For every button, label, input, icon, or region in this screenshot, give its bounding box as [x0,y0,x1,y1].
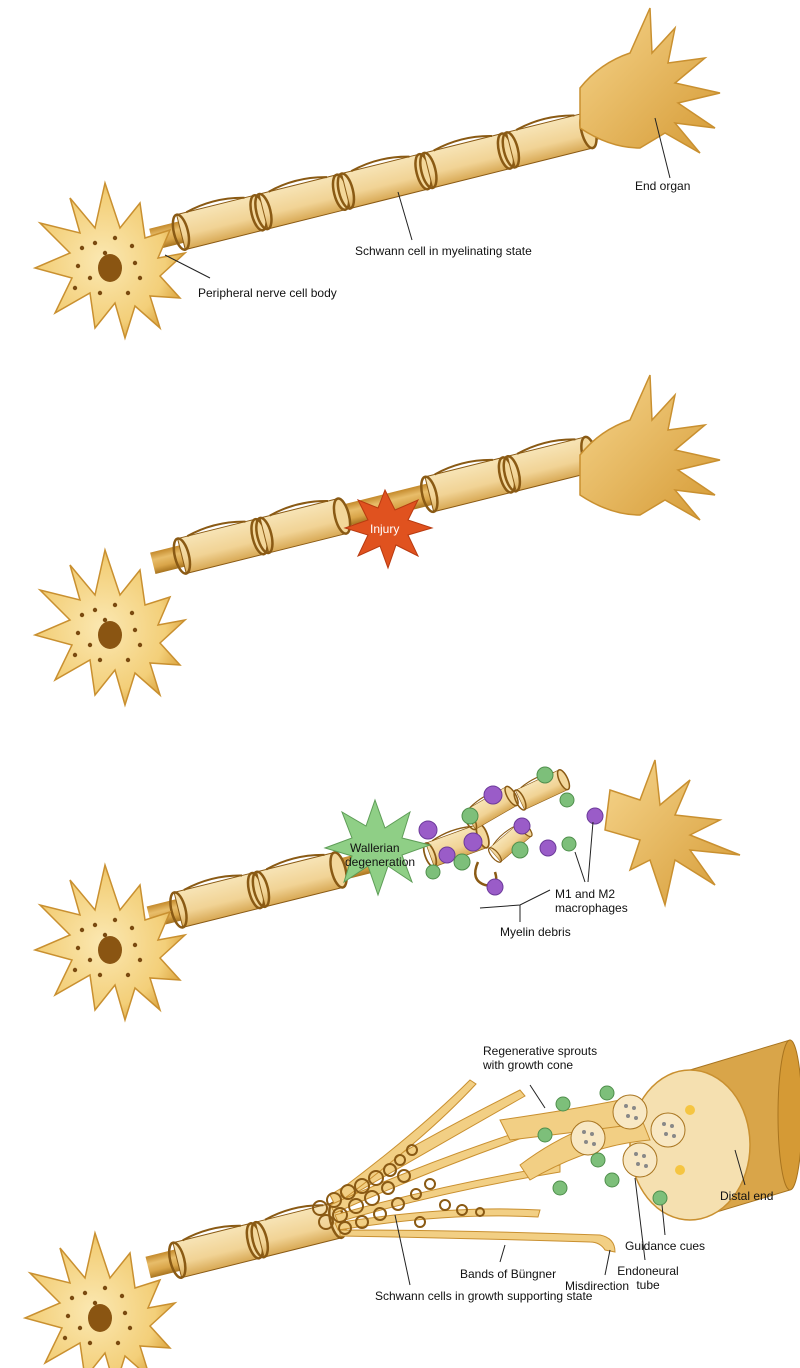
panel-regeneration: Regenerative sprouts with growth cone Di… [25,1040,800,1368]
label-myelin-debris: Myelin debris [500,925,571,939]
label-end-organ: End organ [635,179,690,193]
label-cell-body: Peripheral nerve cell body [198,286,337,300]
label-injury: Injury [370,522,399,536]
label-macrophages-2: macrophages [555,901,628,915]
nerve-cell-body [35,865,185,1020]
label-wallerian-2: degeneration [345,855,415,869]
nerve-cell-body [35,550,185,705]
bands-of-bungner [330,1080,615,1252]
end-organ [580,8,720,153]
end-organ [580,375,720,520]
label-macrophages-1: M1 and M2 [555,887,615,901]
label-sprouts-2: with growth cone [482,1058,573,1072]
myelin-sheath [169,107,600,251]
panel-injury: Injury [35,375,720,705]
myelin-fragments [420,766,572,885]
label-endoneural-2: tube [636,1278,660,1292]
panel-wallerian-degeneration: Wallerian degeneration [35,760,740,1020]
label-schwann-myelinating: Schwann cell in myelinating state [355,244,532,258]
label-wallerian-1: Wallerian [350,841,400,855]
nerve-cell-body [35,183,185,338]
label-schwann-growth: Schwann cells in growth supporting state [375,1289,593,1303]
label-guidance-cues: Guidance cues [625,1239,705,1253]
label-sprouts-1: Regenerative sprouts [483,1044,597,1058]
label-bands-bungner: Bands of Büngner [460,1267,556,1281]
label-distal-end: Distal end [720,1189,773,1203]
end-organ-remnant [605,760,740,905]
nerve-cell-body [25,1233,175,1368]
panel-intact-neuron: End organ Schwann cell in myelinating st… [35,8,720,338]
label-endoneural-1: Endoneural [617,1264,678,1278]
